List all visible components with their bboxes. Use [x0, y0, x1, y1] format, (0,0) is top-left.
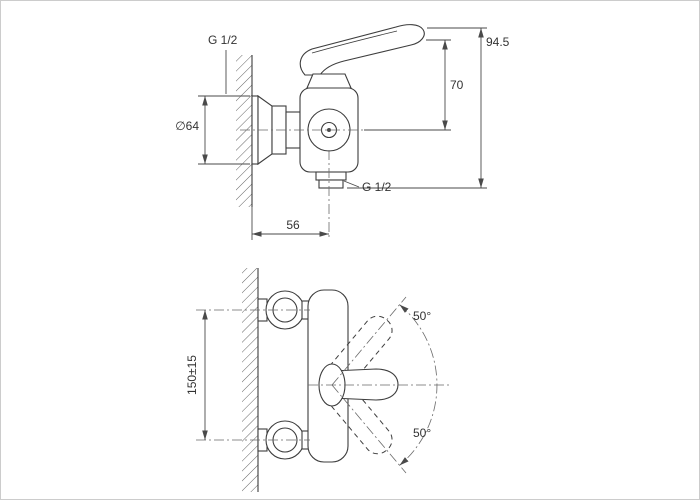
mount-spacing-dimension: 150±15: [185, 309, 310, 441]
side-view: G 1/2 ∅64 70 94.5 G 1/2 56: [175, 24, 510, 240]
label-thread-top: G 1/2: [208, 33, 238, 47]
label-mount-spacing: 150±15: [185, 355, 199, 395]
outlet-flange: [315, 171, 347, 181]
handle-arm: [331, 368, 399, 401]
wall-hatching: [236, 55, 252, 207]
outlet-nipple: [318, 179, 344, 189]
label-depth-56: 56: [286, 218, 300, 232]
lever-handle: [299, 24, 425, 76]
front-view: 50° 50° 150±15: [185, 268, 450, 492]
label-angle-upper: 50°: [413, 309, 431, 323]
swing-lower-centerline: [331, 384, 407, 474]
mount-top: [257, 290, 313, 330]
thread-bottom-leader: [343, 180, 360, 188]
center-dot: [327, 128, 331, 132]
wall-hatching: [242, 268, 258, 492]
side-view-dimensions: G 1/2 ∅64 70 94.5 G 1/2 56: [175, 27, 510, 240]
label-thread-bottom: G 1/2: [362, 180, 392, 194]
mount-bottom: [257, 420, 313, 460]
label-diameter: ∅64: [175, 119, 199, 133]
lever-detail-line: [311, 30, 398, 54]
label-angle-lower: 50°: [413, 426, 431, 440]
label-height-94-5: 94.5: [486, 35, 510, 49]
cartridge-cap: [306, 73, 352, 89]
label-height-70: 70: [450, 78, 464, 92]
swing-upper-centerline: [331, 296, 407, 386]
swing-arc: [399, 304, 438, 466]
